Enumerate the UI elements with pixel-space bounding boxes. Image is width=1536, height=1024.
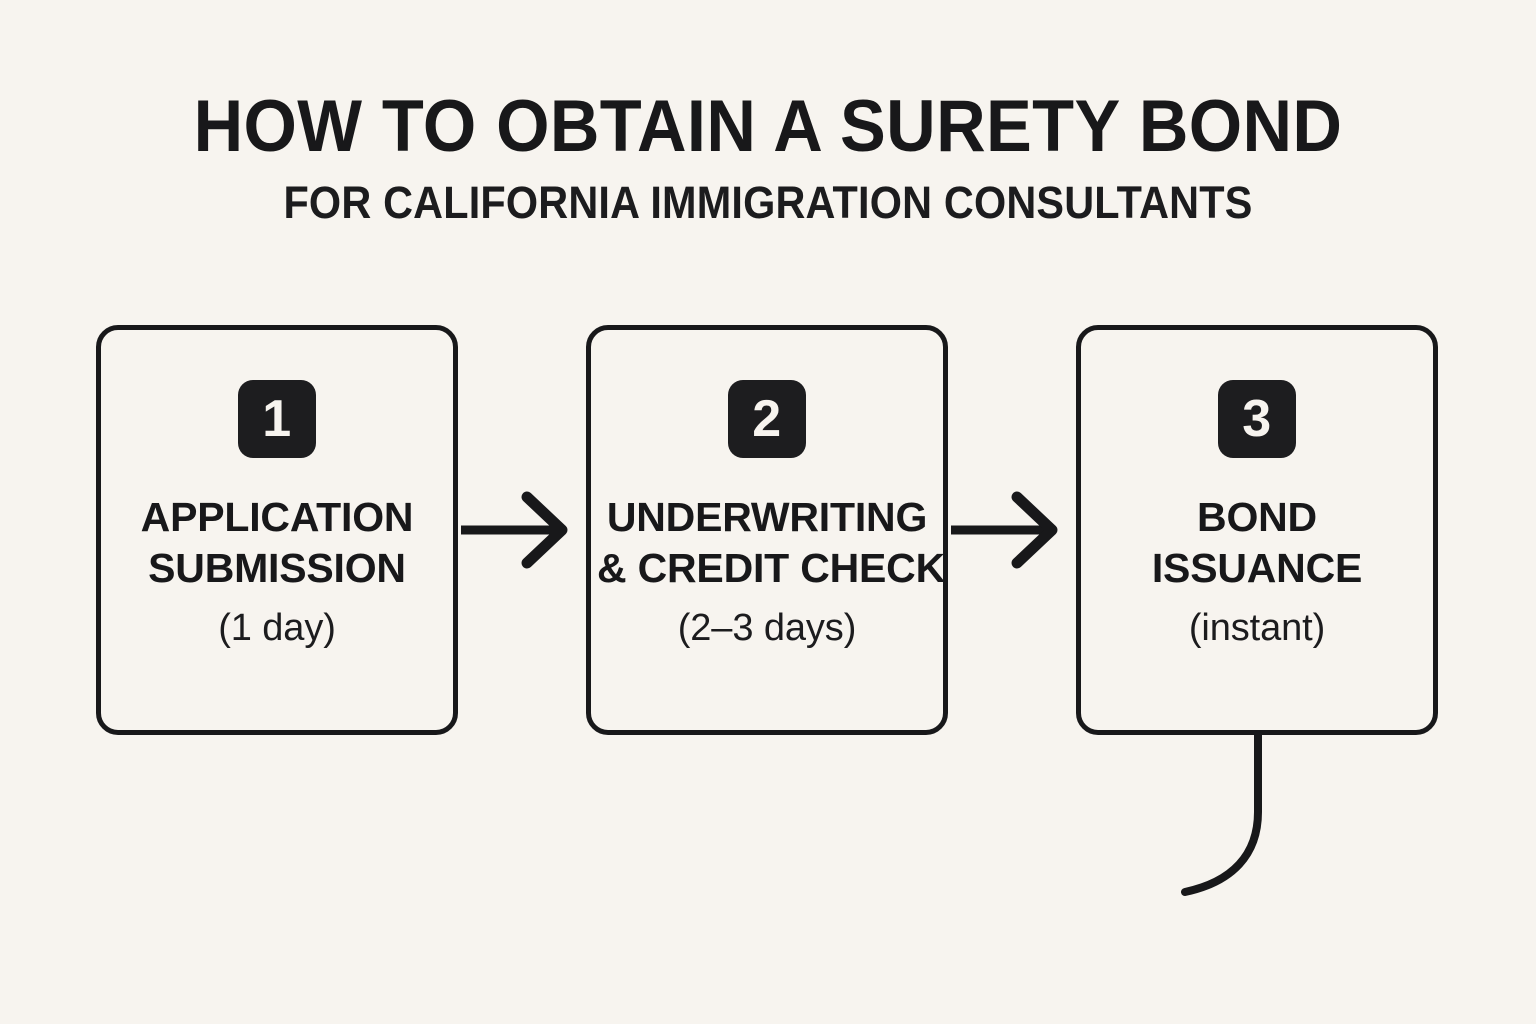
arrow-head-icon	[521, 491, 568, 569]
step-card-3[interactable]: 3 BOND ISSUANCE (instant)	[1076, 325, 1438, 735]
step-text-block: UNDERWRITING & CREDIT CHECK (2–3 days)	[591, 492, 945, 650]
step-label-line-1: UNDERWRITING	[606, 494, 928, 540]
step-text-block: APPLICATION SUBMISSION (1 day)	[101, 492, 453, 650]
step-3-tail-curve-icon	[1181, 731, 1262, 896]
heading-block: HOW TO OBTAIN A SURETY BOND FOR CALIFORN…	[0, 88, 1536, 228]
step-label-line-2: SUBMISSION	[148, 545, 406, 591]
arrow-step-2-to-3	[951, 491, 1058, 569]
step-duration: (1 day)	[218, 607, 336, 649]
page-subtitle: FOR CALIFORNIA IMMIGRATION CONSULTANTS	[283, 177, 1253, 228]
step-number-badge: 2	[728, 380, 806, 458]
step-card-1[interactable]: 1 APPLICATION SUBMISSION (1 day)	[96, 325, 458, 735]
step-label-line-2: ISSUANCE	[1151, 545, 1363, 591]
step-card-2[interactable]: 2 UNDERWRITING & CREDIT CHECK (2–3 days)	[586, 325, 948, 735]
page-title: HOW TO OBTAIN A SURETY BOND	[193, 86, 1343, 167]
arrow-step-1-to-2	[461, 491, 568, 569]
step-label-line-1: BOND	[1197, 494, 1317, 540]
step-number-badge: 3	[1218, 380, 1296, 458]
step-label-line-2: & CREDIT CHECK	[597, 545, 945, 591]
step-duration: (2–3 days)	[677, 607, 857, 649]
step-text-block: BOND ISSUANCE (instant)	[1081, 492, 1433, 650]
step-number-badge: 1	[238, 380, 316, 458]
step-duration: (instant)	[1188, 607, 1326, 649]
arrow-head-icon	[1011, 491, 1058, 569]
step-label-line-1: APPLICATION	[140, 494, 414, 540]
